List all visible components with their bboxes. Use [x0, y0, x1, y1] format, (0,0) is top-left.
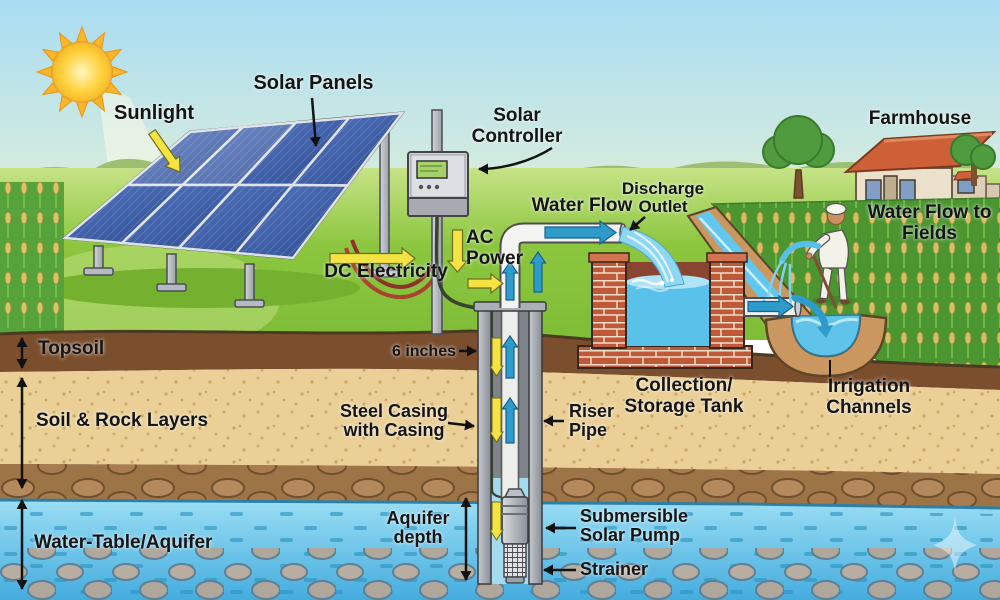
discharge-water	[618, 226, 685, 288]
label-collection-tank: Collection/ Storage Tank	[624, 375, 744, 417]
label-soil-rock-layers: Soil & Rock Layers	[36, 410, 209, 431]
label-solar-panels: Solar Panels	[253, 72, 374, 94]
sunlight-arrow	[147, 128, 181, 173]
tank-water	[626, 280, 710, 346]
trees	[762, 115, 996, 199]
solar-panels-arrow	[309, 97, 321, 147]
window	[865, 179, 882, 201]
label-riser-pipe: Riser Pipe	[569, 401, 615, 441]
label-water-table-aquifer: Water-Table/Aquifer	[34, 532, 213, 553]
casing-left	[477, 307, 492, 585]
casing-right	[528, 307, 543, 585]
label-six-inches: 6 inches	[391, 343, 456, 360]
submersible-pump	[501, 488, 529, 584]
solar-panel-array	[61, 111, 440, 308]
leader-arrows	[16, 97, 831, 590]
label-irrigation-channels: Irrigation Channels	[826, 376, 912, 418]
panel-shadow	[40, 268, 360, 308]
solar-controller-arrow	[478, 146, 553, 175]
watermark-sparkle	[933, 516, 977, 573]
dc-arrow	[329, 246, 416, 271]
power-to-well-arrow	[467, 272, 504, 295]
riser-up-arrow	[501, 250, 547, 444]
tank-outlet-arrow	[747, 294, 794, 319]
storage-tank	[577, 252, 753, 369]
channel-curve-arrow	[791, 294, 829, 329]
discharge-pipe	[499, 222, 685, 308]
hose	[779, 240, 821, 264]
sun-icon	[35, 25, 129, 119]
window	[899, 179, 916, 201]
steel-casing-arrow	[447, 419, 475, 431]
solar-controller	[407, 109, 492, 335]
discharge-arrow	[629, 216, 646, 231]
label-solar-controller: Solar Controller	[471, 105, 563, 147]
flow-arrows	[147, 128, 833, 541]
water-flow-arrow	[544, 219, 618, 246]
label-water-flow-fields: Water Flow to Fields	[867, 202, 992, 244]
label-water-flow: Water Flow	[531, 195, 633, 216]
label-dc-electricity: DC Electricity	[324, 261, 448, 282]
label-aquifer-depth: Aquifer depth	[386, 508, 450, 548]
label-farmhouse: Farmhouse	[868, 108, 972, 129]
label-strainer: Strainer	[580, 559, 649, 579]
label-steel-casing: Steel Casing with Casing	[339, 401, 449, 441]
ac-arrow	[446, 229, 469, 273]
annulus-down-arrow	[489, 337, 504, 541]
controller-display	[416, 160, 448, 179]
label-submersible-pump: Submersible Solar Pump	[580, 506, 689, 546]
label-sunlight: Sunlight	[114, 102, 194, 124]
turban	[825, 202, 847, 216]
label-topsoil: Topsoil	[38, 338, 105, 359]
label-ac-power: AC Power	[466, 227, 524, 269]
label-discharge-outlet: Discharge Outlet	[621, 179, 705, 217]
